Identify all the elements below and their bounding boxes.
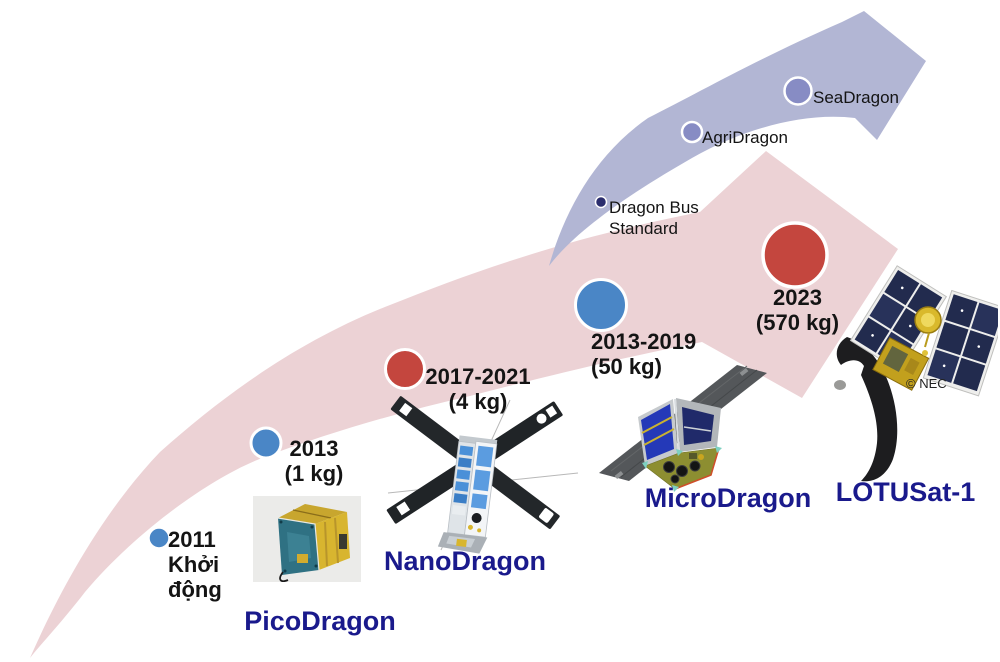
- milestone-note: Khởi động: [168, 552, 222, 602]
- milestone-label-2013: 2013 (1 kg): [279, 436, 349, 486]
- milestone-circle-2011: [147, 526, 171, 550]
- milestone-year: 2011: [168, 527, 216, 552]
- milestone-year: 2013: [289, 436, 339, 461]
- pink-arrow: [30, 151, 898, 658]
- branch-label-agridragon: AgriDragon: [702, 128, 788, 147]
- milestone-mass: (4 kg): [448, 389, 508, 414]
- purple-arrow: [549, 11, 926, 266]
- satellite-name-lotusat1: LOTUSat-1: [835, 477, 976, 507]
- branch-label-seadragon: SeaDragon: [813, 88, 900, 107]
- milestone-dot-dragon-bus: [594, 195, 608, 209]
- milestone-mass: (50 kg): [591, 354, 662, 379]
- milestone-circle-2023: [761, 221, 829, 289]
- satellite-name-picodragon: PicoDragon: [244, 606, 396, 636]
- milestone-year: 2017-2021: [425, 364, 531, 389]
- milestone-year: 2023: [773, 285, 822, 310]
- milestone-circle-agridragon: [680, 120, 704, 144]
- nec-credit: © NEC: [906, 376, 947, 391]
- milestone-label-2023: 2023 (570 kg): [745, 285, 850, 335]
- picodragon-image: [253, 496, 361, 582]
- milestone-circle-2017-2021: [384, 348, 426, 390]
- microdragon-image: [599, 365, 767, 492]
- milestone-circle-2013: [249, 426, 283, 460]
- milestone-mass: (570 kg): [755, 310, 840, 335]
- milestone-circle-seadragon: [783, 76, 813, 106]
- milestone-label-2017-2021: 2017-2021 (4 kg): [416, 364, 540, 414]
- nanodragon-image: [386, 396, 579, 554]
- satellite-name-nanodragon: NanoDragon: [384, 546, 546, 576]
- nanodragon-body: [437, 435, 498, 554]
- milestone-mass: (1 kg): [284, 461, 344, 486]
- satellite-name-microdragon: MicroDragon: [644, 483, 812, 513]
- milestone-circle-2013-2019: [574, 278, 628, 332]
- milestone-label-2013-2019: 2013-2019 (50 kg): [591, 329, 721, 379]
- lotusat1-bus: [872, 306, 942, 391]
- milestone-year: 2013-2019: [591, 329, 697, 354]
- branch-label-dragon-bus-standard: Dragon Bus Standard: [609, 198, 699, 238]
- lotusat1-right-array: [922, 289, 998, 397]
- microdragon-body: [638, 398, 722, 492]
- milestone-label-2011: 2011 Khởi động: [168, 527, 230, 602]
- lotusat1-image: [834, 265, 998, 482]
- lotusat1-left-array: [849, 265, 948, 372]
